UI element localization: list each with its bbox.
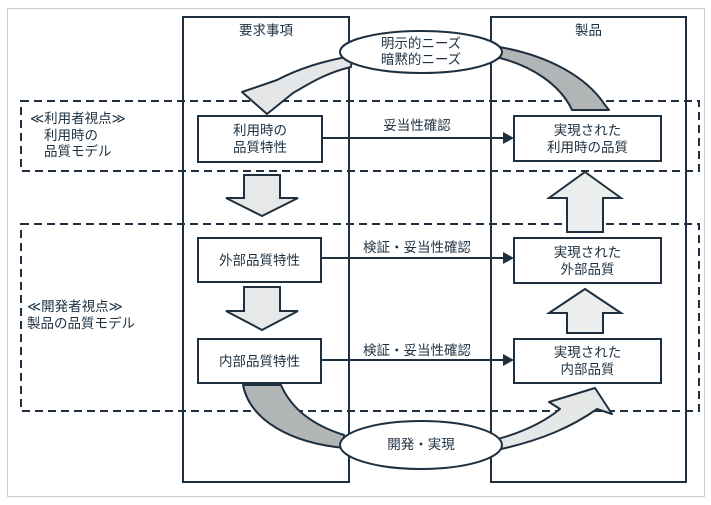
verification-validation-label-internal: 検証・妥当性確認 <box>363 343 471 358</box>
needs-ellipse <box>339 30 503 74</box>
validation-label: 妥当性確認 <box>383 118 451 133</box>
realized-internal-quality-box: 実現された 内部品質 <box>513 338 662 384</box>
needs-to-requirements-curved-arrow <box>241 55 353 115</box>
down-arrow-use-to-external <box>225 174 299 218</box>
up-arrow-external-to-use <box>545 170 625 233</box>
needs-line-1: 明示的ニーズ <box>380 35 462 51</box>
realized-external-quality-box: 実現された 外部品質 <box>513 237 662 284</box>
realized-quality-in-use-box: 実現された 利用時の品質 <box>513 115 662 162</box>
development-to-product-curved-arrow <box>493 387 613 451</box>
developer-perspective-label: ≪開発者視点≫ 製品の品質モデル <box>27 299 135 331</box>
requirements-column-header: 要求事項 <box>239 23 293 38</box>
internal-to-development-curved-band <box>242 384 346 449</box>
development-ellipse <box>339 420 503 470</box>
verification-validation-label-external: 検証・妥当性確認 <box>363 240 471 255</box>
down-arrow-external-to-internal <box>225 286 299 332</box>
internal-quality-characteristics-box: 内部品質特性 <box>197 338 322 384</box>
verification-arrow-internal <box>322 354 514 366</box>
needs-ellipse-label: 明示的ニーズ 暗黙的ニーズ <box>341 31 501 73</box>
validation-arrow <box>323 132 514 144</box>
needs-line-2: 暗黙的ニーズ <box>380 52 462 67</box>
user-perspective-label: ≪利用者視点≫ 利用時の 品質モデル <box>30 111 126 159</box>
up-arrow-internal-to-external <box>545 287 625 334</box>
needs-to-product-curved-band <box>490 45 610 111</box>
product-column-header: 製品 <box>575 23 602 38</box>
verification-arrow-external <box>322 252 514 264</box>
quality-in-use-characteristics-box: 利用時の 品質特性 <box>197 115 323 163</box>
development-ellipse-label: 開発・実現 <box>387 436 455 452</box>
external-quality-characteristics-box: 外部品質特性 <box>197 237 322 283</box>
product-column-box <box>490 16 687 483</box>
developer-perspective-dashed-box <box>20 223 700 412</box>
requirements-column-box <box>182 16 350 483</box>
user-perspective-dashed-box <box>20 100 700 172</box>
